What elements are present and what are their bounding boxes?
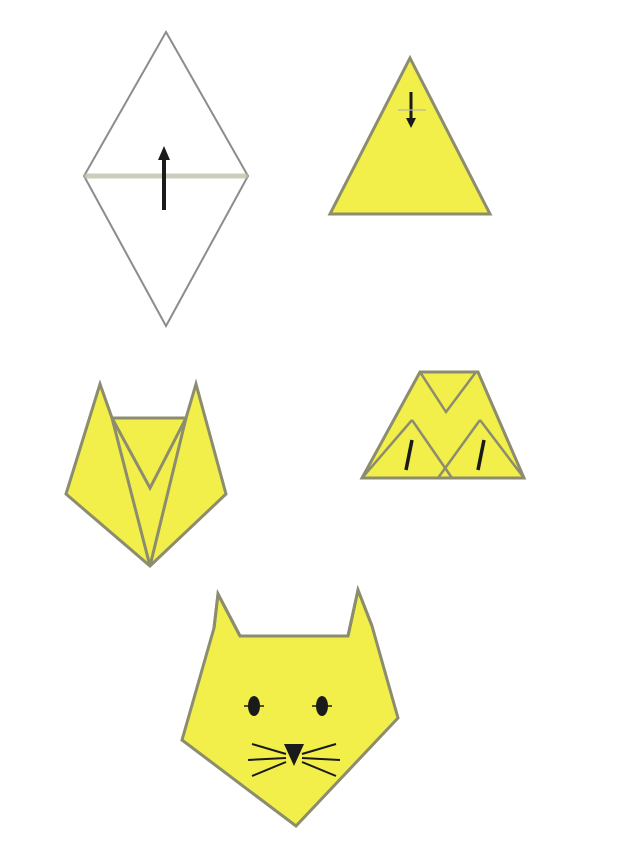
step-3-ears <box>66 384 226 566</box>
step-5-cat-face <box>182 590 398 826</box>
step-1-diamond <box>84 32 248 326</box>
step-4-trapezoid <box>362 372 524 478</box>
step-2-triangle <box>330 58 490 214</box>
